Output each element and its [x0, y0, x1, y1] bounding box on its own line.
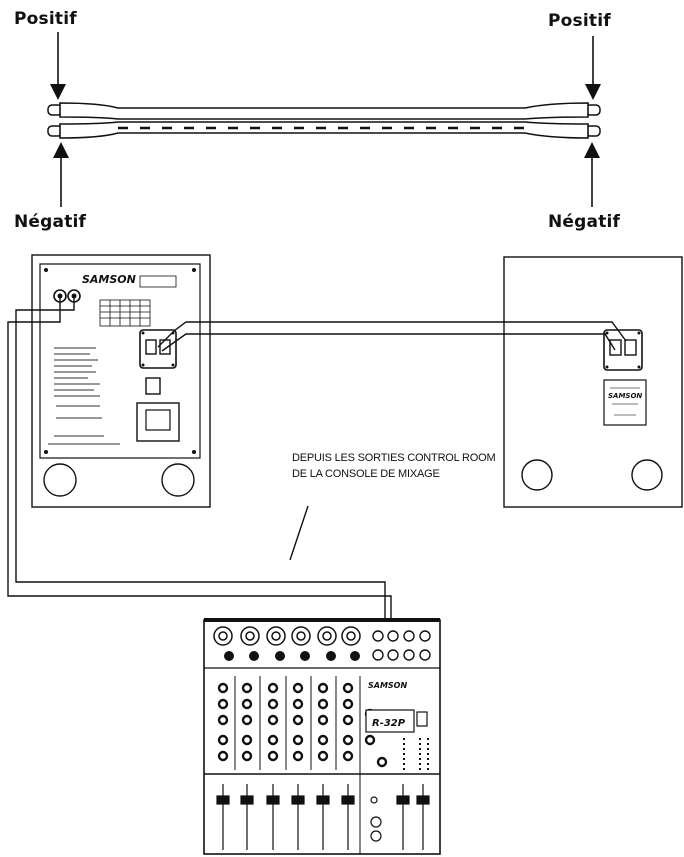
- positive-label-left: Positif: [14, 9, 77, 29]
- left-speaker: SAMSON: [31, 254, 211, 508]
- cable-conductor-negative: [59, 121, 589, 139]
- polarity-arrows: [50, 32, 601, 207]
- mixer-logo: SAMSON: [368, 681, 407, 690]
- foot-left: [521, 459, 553, 491]
- foot-right: [161, 463, 195, 497]
- foot-right: [631, 459, 663, 491]
- note-line-2: DE LA CONSOLE DE MIXAGE: [292, 468, 440, 480]
- mixer-display: [365, 709, 415, 733]
- control-room-note: DEPUIS LES SORTIES CONTROL ROOM DE LA CO…: [292, 450, 496, 482]
- mixing-console: SAMSON R-32P: [203, 618, 441, 855]
- audio-cable-inner: [15, 296, 386, 630]
- right-speaker: SAMSON: [503, 256, 683, 508]
- speaker-logo-right: SAMSON: [608, 392, 642, 400]
- right-label-plate: [603, 379, 647, 426]
- positive-label-right: Positif: [548, 11, 611, 31]
- audio-cable-outer: [7, 296, 392, 655]
- foot-left: [43, 463, 77, 497]
- negative-label-right: Négatif: [548, 212, 621, 232]
- speaker-logo-left: SAMSON: [82, 273, 136, 286]
- note-pointer-line: [289, 505, 309, 561]
- speaker-link-wire-2: [161, 333, 616, 352]
- cable-conductor-positive: [59, 102, 589, 120]
- speaker-cable: [47, 102, 601, 139]
- negative-label-left: Négatif: [14, 212, 87, 232]
- wiring: [7, 296, 627, 655]
- power-switch: [145, 377, 161, 395]
- speaker-link-wire-1: [157, 321, 627, 348]
- mixer-display-text: R-32P: [372, 718, 406, 729]
- note-line-1: DEPUIS LES SORTIES CONTROL ROOM: [292, 452, 496, 464]
